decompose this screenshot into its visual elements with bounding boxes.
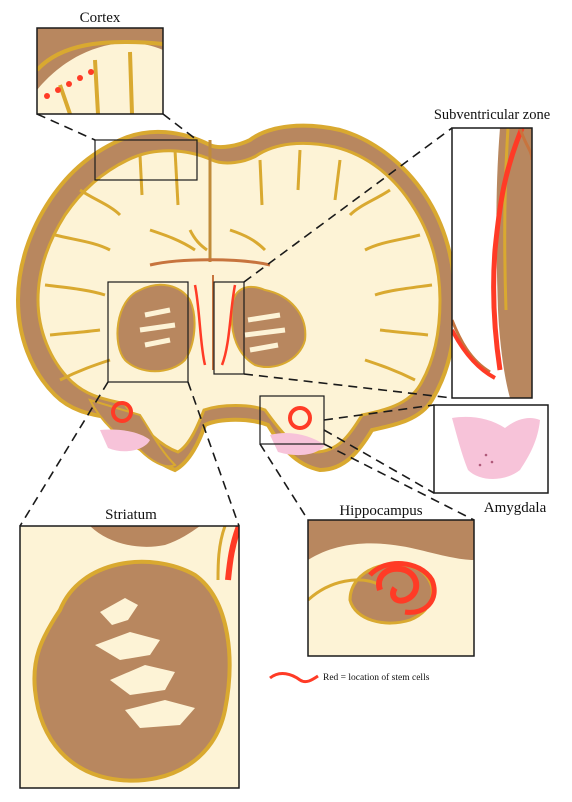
hippocampus-label: Hippocampus bbox=[339, 503, 422, 519]
legend-text: Red = location of stem cells bbox=[323, 672, 430, 683]
coronal-brain-section bbox=[18, 126, 455, 470]
cortex-inset: Cortex bbox=[37, 10, 163, 114]
striatum-label: Striatum bbox=[105, 507, 157, 523]
hippocampus-inset: Hippocampus bbox=[308, 503, 474, 656]
svz-inset: Subventricular zone bbox=[434, 107, 550, 398]
legend: Red = location of stem cells bbox=[270, 672, 430, 683]
legend-red-swatch bbox=[270, 674, 318, 682]
amygdala-inset: Amygdala bbox=[434, 405, 548, 516]
striatum-inset: Striatum bbox=[20, 507, 239, 788]
amygdala-label: Amygdala bbox=[484, 500, 547, 516]
cortex-label: Cortex bbox=[80, 10, 121, 26]
svz-label: Subventricular zone bbox=[434, 107, 550, 123]
